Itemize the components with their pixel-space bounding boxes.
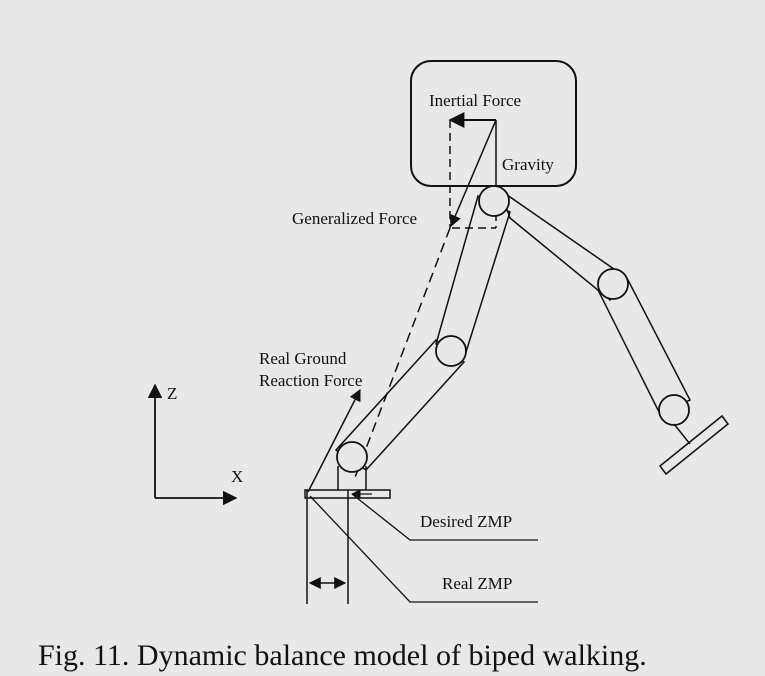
hip-joint bbox=[478, 185, 510, 217]
inertial-force-label: Inertial Force bbox=[429, 91, 521, 110]
real-zmp-leader bbox=[309, 495, 538, 603]
desired-zmp-label: Desired ZMP bbox=[420, 512, 512, 531]
real-zmp-label: Real ZMP bbox=[442, 574, 512, 593]
lower-leg-swing bbox=[596, 279, 692, 415]
knee-joint-swing bbox=[597, 268, 629, 300]
real-ground-label-2: Reaction Force bbox=[259, 371, 362, 390]
knee-joint-support bbox=[435, 335, 467, 367]
x-axis-label: X bbox=[231, 467, 243, 486]
desired-zmp-leader bbox=[351, 493, 538, 541]
foot-swing bbox=[658, 414, 730, 476]
ground-reaction-arrow bbox=[307, 388, 361, 493]
dashed-to-zmp bbox=[353, 227, 451, 481]
swing-ankle-link bbox=[673, 423, 691, 445]
ankle-joint-swing bbox=[658, 394, 690, 426]
real-ground-label-1: Real Ground bbox=[259, 349, 347, 368]
figure-caption: Fig. 11. Dynamic balance model of biped … bbox=[38, 639, 647, 672]
upper-leg-support bbox=[435, 194, 511, 353]
ankle-joint-support bbox=[336, 441, 368, 473]
generalized-force-label: Generalized Force bbox=[292, 209, 417, 228]
gravity-label: Gravity bbox=[502, 155, 554, 174]
z-axis-label: Z bbox=[167, 384, 177, 403]
generalized-force-arrow bbox=[449, 119, 497, 228]
